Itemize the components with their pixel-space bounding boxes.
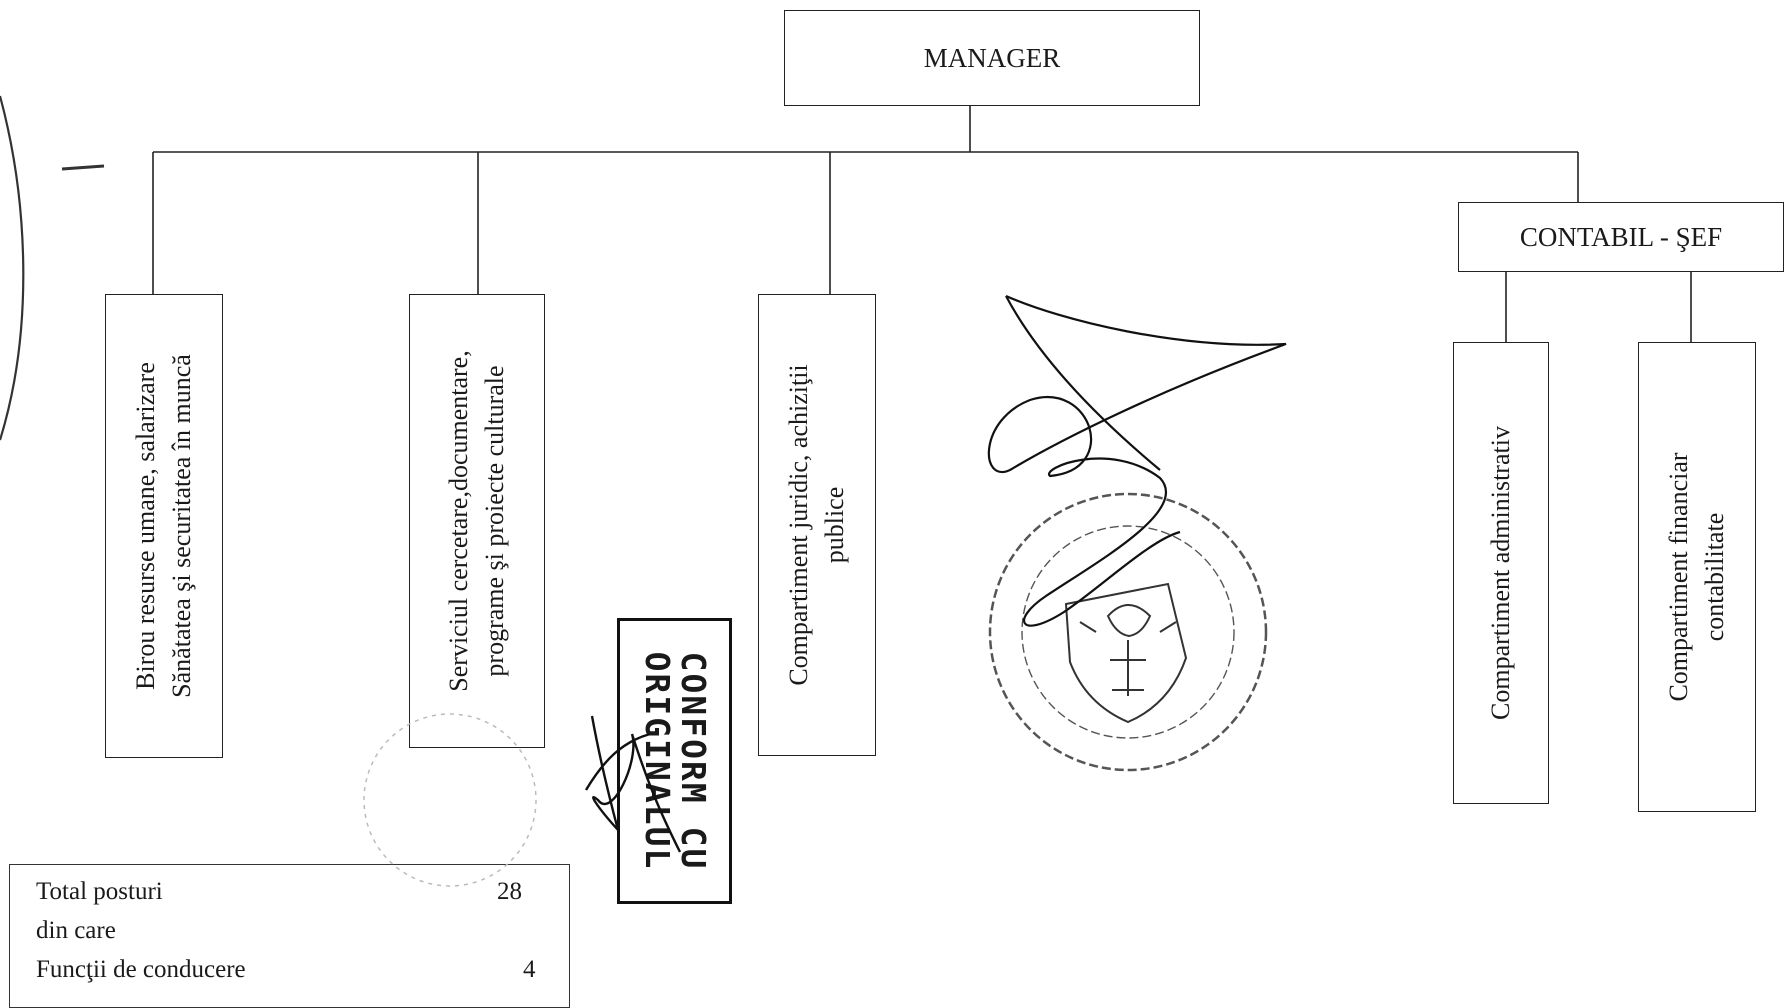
finance-unit-line-1: Compartiment financiar bbox=[1664, 452, 1693, 702]
chief-accountant-label: CONTABIL - ŞEF bbox=[1519, 221, 1723, 252]
conform-stamp-line-1: CONFORM CU bbox=[673, 651, 713, 871]
finance-unit-text: Compartiment financiar contabilitate bbox=[1661, 452, 1733, 701]
manager-box: MANAGER bbox=[784, 10, 1200, 106]
research-unit-line-1: Serviciul cercetare,documentare, bbox=[444, 350, 473, 692]
admin-unit-text: Compartiment administrativ bbox=[1483, 426, 1519, 720]
research-unit-line-2: programe şi proiecte culturale bbox=[480, 365, 509, 677]
conform-stamp: CONFORM CU ORIGINALUL bbox=[617, 618, 732, 904]
manager-label: MANAGER bbox=[923, 42, 1061, 73]
legal-unit-line-1: Compartiment juridic, achiziţii bbox=[784, 364, 813, 686]
total-posts-value: 28 bbox=[497, 878, 522, 905]
management-posts-label: Funcţii de conducere bbox=[36, 956, 246, 983]
admin-unit-box: Compartiment administrativ bbox=[1453, 342, 1549, 804]
total-posts-label: Total posturi bbox=[36, 878, 163, 905]
hr-unit-box: Birou resurse umane, salarizare Sănătate… bbox=[105, 294, 223, 758]
management-posts-value: 4 bbox=[523, 956, 536, 983]
totals-box: Total posturi 28 din care Funcţii de con… bbox=[9, 864, 570, 1008]
legal-unit-text: Compartiment juridic, achiziţii publice bbox=[781, 364, 853, 685]
research-unit-text: Serviciul cercetare,documentare, program… bbox=[441, 350, 513, 691]
hr-unit-line-1: Birou resurse umane, salarizare bbox=[131, 362, 160, 690]
conform-stamp-text: CONFORM CU ORIGINALUL bbox=[637, 651, 713, 871]
totals-subtitle: din care bbox=[36, 917, 116, 944]
admin-unit-line-1: Compartiment administrativ bbox=[1486, 426, 1515, 720]
research-unit-box: Serviciul cercetare,documentare, program… bbox=[409, 294, 545, 748]
hr-unit-line-2: Sănătatea şi securitatea în muncă bbox=[167, 354, 196, 698]
finance-unit-box: Compartiment financiar contabilitate bbox=[1638, 342, 1756, 812]
finance-unit-line-2: contabilitate bbox=[1700, 512, 1729, 642]
chief-accountant-box: CONTABIL - ŞEF bbox=[1458, 202, 1784, 272]
legal-unit-line-2: publice bbox=[820, 486, 849, 564]
conform-stamp-line-2: ORIGINALUL bbox=[637, 651, 677, 871]
legal-unit-box: Compartiment juridic, achiziţii publice bbox=[758, 294, 876, 756]
hr-unit-text: Birou resurse umane, salarizare Sănătate… bbox=[128, 354, 200, 698]
